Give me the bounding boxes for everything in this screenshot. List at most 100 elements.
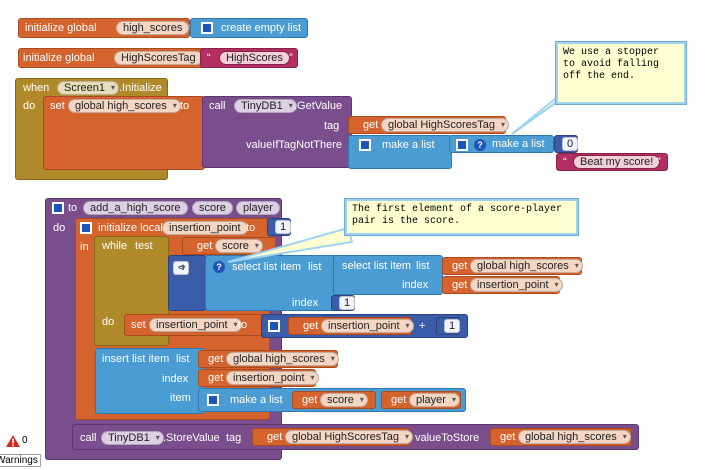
comment-bubble[interactable]: The first element of a score-player pair… — [345, 199, 578, 235]
get-variable-dropdown[interactable]: global high_scores — [470, 259, 583, 273]
help-icon[interactable]: ? — [474, 139, 486, 151]
select-label: select list item — [342, 260, 412, 272]
get-variable-dropdown[interactable]: score — [215, 239, 263, 253]
global-var-name[interactable]: HighScoresTag — [114, 51, 203, 65]
local-var-name[interactable]: insertion_point — [162, 221, 248, 235]
init-global-high-scores-block[interactable]: initialize global high_scores to — [18, 18, 198, 38]
text-value[interactable]: Beat my score! — [573, 155, 661, 169]
number-one-block[interactable]: 1 — [267, 218, 292, 236]
number-value[interactable]: 1 — [444, 319, 461, 333]
get-insertion-point-block[interactable]: get insertion_point — [288, 317, 414, 335]
set-variable-dropdown[interactable]: insertion_point — [149, 318, 242, 332]
insert-list-item-block[interactable]: insert list item list index item — [95, 348, 205, 414]
select-list-item-inner-block[interactable]: select list item list index — [333, 255, 443, 295]
number-value[interactable]: 0 — [562, 137, 579, 151]
set-insertion-point-block[interactable]: set insertion_point to — [124, 314, 264, 336]
get-high-scores-block[interactable]: get global high_scores — [198, 350, 339, 368]
get-player-block[interactable]: get player — [381, 391, 461, 409]
get-insertion-point-block[interactable]: get insertion_point — [442, 276, 563, 294]
mutator-icon[interactable] — [268, 320, 280, 332]
get-score-block[interactable]: get score — [182, 237, 276, 255]
get-high-scores-block[interactable]: get global high_scores — [442, 257, 583, 275]
compare-block[interactable]: < — [168, 255, 206, 311]
mutator-icon[interactable] — [80, 222, 92, 234]
open-quote: “ — [207, 52, 211, 64]
text-highscores-block[interactable]: “ HighScores ” — [200, 48, 298, 68]
get-variable-dropdown[interactable]: insertion_point — [321, 319, 414, 333]
procedure-name[interactable]: add_a_high_score — [83, 201, 188, 215]
get-variable-dropdown[interactable]: player — [409, 393, 460, 407]
to-label: to — [68, 202, 78, 214]
set-label: set — [50, 100, 65, 112]
close-quote: ” — [289, 52, 293, 64]
get-variable-dropdown[interactable]: global HighScoresTag — [381, 118, 510, 132]
call-label: call — [209, 100, 226, 112]
get-label: get — [391, 394, 407, 406]
get-variable-dropdown[interactable]: global high_scores — [226, 352, 339, 366]
mutator-icon[interactable] — [456, 139, 468, 151]
get-high-scores-block[interactable]: get global high_scores — [490, 428, 632, 446]
get-label: get — [267, 431, 283, 443]
warnings-indicator[interactable]: 0 Warnings — [0, 433, 48, 467]
list-socket-label: list — [176, 353, 190, 365]
warning-icon — [6, 435, 20, 447]
mutator-icon[interactable] — [201, 22, 213, 34]
get-global-tag-block[interactable]: get global HighScoresTag — [348, 116, 510, 134]
when-label: when — [23, 82, 50, 94]
get-score-block[interactable]: get score — [292, 391, 376, 409]
get-variable-dropdown[interactable]: insertion_point — [470, 278, 563, 292]
component-dropdown[interactable]: Screen1 — [57, 81, 119, 95]
make-a-list-inner-block[interactable]: ? make a list — [449, 135, 554, 153]
comment-pointer — [227, 226, 354, 263]
comment-bubble[interactable]: We use a stopper to avoid falling off th… — [556, 42, 686, 104]
close-quote: ” — [657, 156, 661, 168]
get-variable-dropdown[interactable]: global HighScoresTag — [285, 430, 414, 444]
global-var-name[interactable]: high_scores — [116, 21, 190, 35]
mutator-icon[interactable] — [52, 202, 64, 214]
help-icon[interactable]: ? — [213, 261, 225, 273]
list-socket-label: list — [416, 260, 430, 272]
set-label: set — [131, 319, 146, 331]
number-one-block[interactable]: 1 — [331, 295, 356, 311]
get-variable-dropdown[interactable]: global high_scores — [518, 430, 631, 444]
number-one-block[interactable]: 1 — [436, 317, 461, 335]
number-value[interactable]: 1 — [275, 220, 292, 234]
method-label: .StoreValue — [163, 432, 220, 444]
mutator-icon[interactable] — [359, 139, 371, 151]
init-global-label: initialize global — [25, 22, 97, 34]
param-player[interactable]: player — [236, 201, 280, 215]
make-a-list-label: make a list — [492, 138, 545, 150]
get-label: get — [197, 240, 213, 252]
mutator-icon[interactable] — [207, 394, 219, 406]
db-component-dropdown[interactable]: TinyDB1 — [101, 431, 164, 445]
make-a-list-label: make a list — [230, 394, 283, 406]
to-label: to — [180, 100, 190, 112]
insert-label: insert list item — [102, 353, 170, 365]
get-label: get — [452, 279, 468, 291]
get-label: get — [363, 119, 379, 131]
do-label: do — [23, 100, 36, 112]
create-empty-list-block[interactable]: create empty list — [190, 18, 308, 38]
text-value[interactable]: HighScores — [219, 51, 290, 65]
get-variable-dropdown[interactable]: insertion_point — [226, 371, 319, 385]
get-global-tag-block[interactable]: get global HighScoresTag — [252, 428, 414, 446]
do-label: do — [102, 316, 115, 328]
get-insertion-point-block[interactable]: get insertion_point — [198, 369, 319, 387]
make-a-list-label: make a list — [382, 139, 435, 151]
db-component-dropdown[interactable]: TinyDB1 — [234, 99, 297, 113]
set-global-block[interactable]: set global high_scores to — [43, 96, 205, 170]
text-beat-score-block[interactable]: “ Beat my score! ” — [556, 153, 668, 171]
get-variable-dropdown[interactable]: score — [320, 393, 368, 407]
tinydb-getvalue-block[interactable]: call TinyDB1 .GetValue tag valueIfTagNot… — [202, 96, 352, 168]
number-zero-block[interactable]: 0 — [554, 135, 579, 153]
compare-operator-dropdown[interactable]: < — [173, 261, 190, 275]
set-variable-dropdown[interactable]: global high_scores — [68, 99, 181, 113]
while-label: while — [102, 240, 128, 252]
test-label: test — [135, 240, 153, 252]
make-a-list-block[interactable]: make a list — [348, 135, 452, 169]
number-value[interactable]: 1 — [339, 296, 356, 310]
to-label: to — [238, 319, 248, 331]
select-list-item-outer-block[interactable]: ? select list item list index — [205, 255, 337, 311]
param-score[interactable]: score — [192, 201, 233, 215]
init-global-highscorestag-block[interactable]: initialize global HighScoresTag to — [18, 48, 210, 68]
